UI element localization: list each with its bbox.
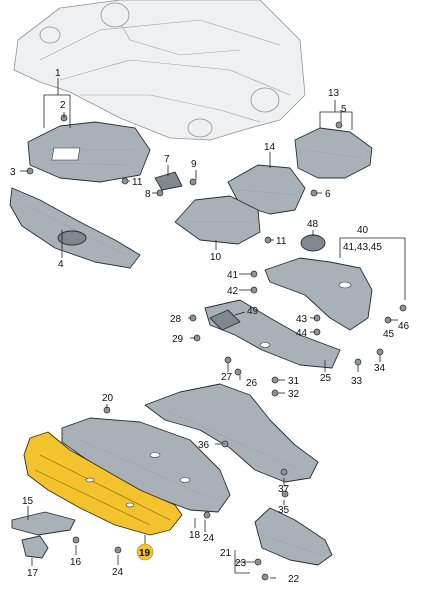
callout-29: 29 — [172, 334, 184, 345]
part-18-floor-shield — [61, 417, 231, 513]
callout-14: 14 — [264, 142, 276, 153]
callout-9: 9 — [191, 159, 197, 170]
callout-44: 44 — [296, 328, 308, 339]
callout-4: 4 — [58, 259, 64, 270]
callout-labels: 1 2 3 4 5 6 7 8 9 10 11 11 13 14 15 16 1… — [10, 68, 410, 585]
callout-17: 17 — [27, 568, 39, 579]
leader-lines — [20, 78, 406, 579]
part-7-bracket — [154, 171, 183, 191]
callout-11b: 11 — [276, 236, 287, 247]
callout-23: 23 — [235, 558, 247, 569]
part-1-engine-shield — [27, 121, 151, 183]
callout-33: 33 — [351, 376, 363, 387]
callout-10: 10 — [210, 252, 222, 263]
callout-5: 5 — [341, 104, 347, 115]
callout-27: 27 — [221, 372, 233, 383]
callout-1: 1 — [55, 68, 61, 79]
callout-22: 22 — [288, 574, 300, 585]
callout-3: 3 — [10, 167, 16, 178]
callout-49: 49 — [247, 306, 259, 317]
callout-42: 42 — [227, 286, 239, 297]
callout-11a: 11 — [132, 177, 143, 188]
callout-41b: 41 — [227, 270, 239, 281]
part-15-cover — [11, 511, 76, 536]
callout-13: 13 — [328, 88, 340, 99]
part-19-floor-shield-highlighted — [23, 431, 183, 536]
callout-18: 18 — [189, 530, 201, 541]
callout-6: 6 — [325, 189, 331, 200]
callout-40: 40 — [357, 225, 369, 236]
callout-20: 20 — [102, 393, 114, 404]
callout-31: 31 — [288, 376, 300, 387]
car-body-outline — [13, 0, 306, 141]
callout-16: 16 — [70, 557, 82, 568]
part-13-shield — [294, 127, 373, 179]
callout-24a: 24 — [112, 567, 124, 578]
callout-26: 26 — [246, 378, 258, 389]
callout-15: 15 — [22, 496, 34, 507]
callout-19: 19 — [139, 548, 151, 559]
callout-8: 8 — [145, 189, 151, 200]
part-17-cover — [21, 535, 49, 559]
callout-45: 45 — [383, 329, 395, 340]
callout-41-43-45: 41,43,45 — [343, 242, 382, 253]
callout-28: 28 — [170, 314, 182, 325]
highlight-marker-19 — [136, 543, 154, 561]
part-25-tunnel-shield — [204, 299, 341, 369]
callout-25: 25 — [320, 373, 332, 384]
callout-2: 2 — [60, 100, 66, 111]
part-21-shield — [254, 507, 333, 566]
callout-24b: 24 — [203, 533, 215, 544]
part-4-front-cover — [9, 187, 141, 269]
part-35-tunnel-shield — [144, 383, 319, 483]
callout-36: 36 — [198, 440, 210, 451]
part-10-shield — [174, 195, 261, 245]
callout-46: 46 — [398, 321, 410, 332]
part-40-tunnel-shield — [264, 257, 373, 331]
callout-35: 35 — [278, 505, 290, 516]
callout-48: 48 — [307, 219, 319, 230]
callout-34: 34 — [374, 363, 386, 374]
part-48-cover — [300, 234, 326, 252]
callout-21: 21 — [220, 548, 232, 559]
part-49-bracket — [209, 309, 241, 331]
callout-7: 7 — [164, 154, 170, 165]
callout-37: 37 — [278, 484, 290, 495]
fasteners — [26, 114, 407, 581]
callout-32: 32 — [288, 389, 300, 400]
callout-43: 43 — [296, 314, 308, 325]
